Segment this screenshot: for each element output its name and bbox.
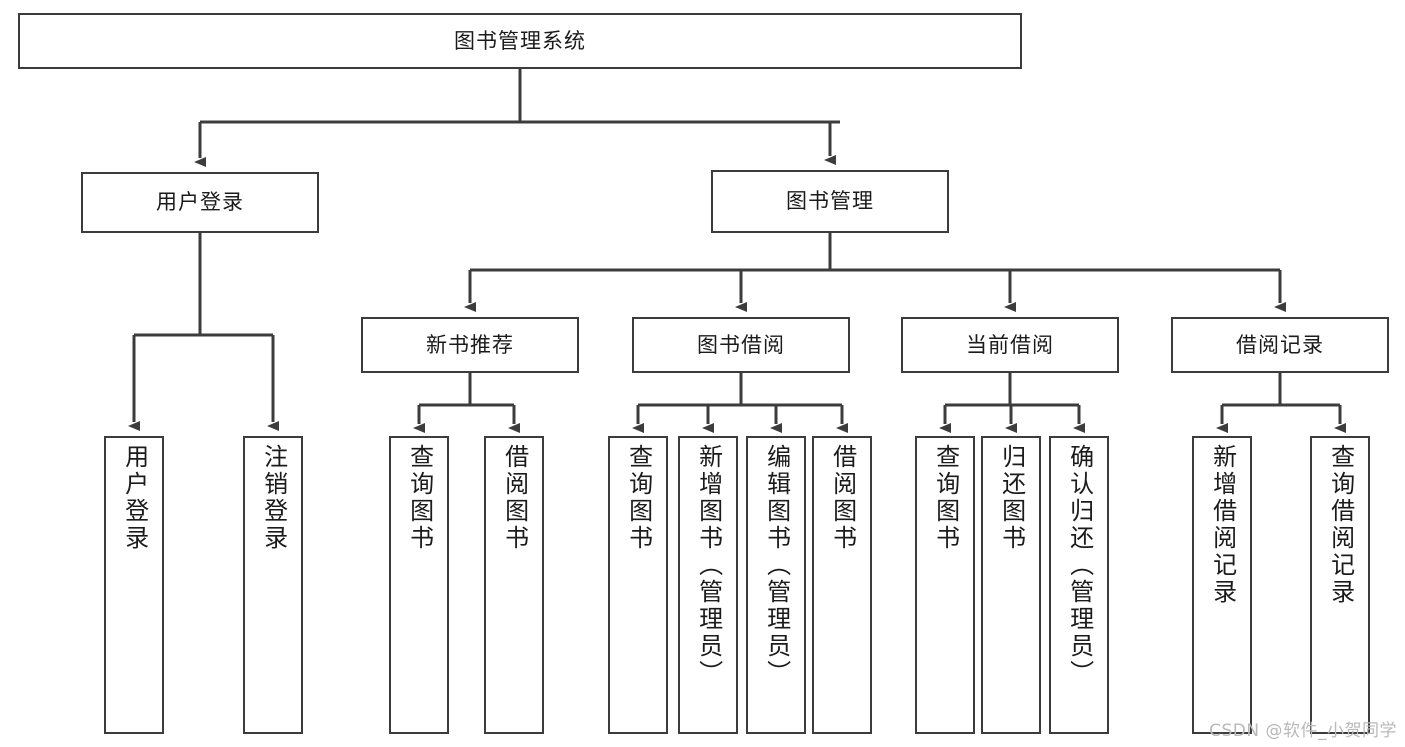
- node-borrow-record[interactable]: 借阅记录: [1171, 317, 1389, 373]
- leaf-query-book-current-label: 查询图书: [931, 444, 960, 552]
- leaf-query-book-current[interactable]: 查询图书: [915, 436, 975, 734]
- leaf-add-borrow-record-label: 新增借阅记录: [1208, 444, 1237, 606]
- leaf-return-book-label: 归还图书: [997, 444, 1026, 552]
- leaf-user-login-label: 用户登录: [120, 444, 149, 552]
- node-current-borrow[interactable]: 当前借阅: [901, 317, 1119, 373]
- node-book-borrow-label: 图书借阅: [697, 332, 785, 357]
- leaf-confirm-return-admin-label: 确认归还（管理员）: [1065, 444, 1094, 687]
- node-new-book-recommend-label: 新书推荐: [426, 332, 514, 357]
- node-root-label: 图书管理系统: [454, 28, 586, 53]
- leaf-add-book-admin-label: 新增图书（管理员）: [694, 444, 723, 687]
- leaf-query-borrow-record[interactable]: 查询借阅记录: [1310, 436, 1370, 734]
- node-user-login-label: 用户登录: [156, 190, 244, 215]
- watermark: CSDN @软件_小贺同学: [1209, 721, 1397, 741]
- leaf-query-book-recommend-label: 查询图书: [405, 444, 434, 552]
- leaf-edit-book-admin[interactable]: 编辑图书（管理员）: [746, 436, 806, 734]
- leaf-query-book-borrow-label: 查询图书: [624, 444, 653, 552]
- node-borrow-record-label: 借阅记录: [1236, 332, 1324, 357]
- leaf-add-book-admin[interactable]: 新增图书（管理员）: [678, 436, 738, 734]
- node-current-borrow-label: 当前借阅: [966, 332, 1054, 357]
- node-book-borrow[interactable]: 图书借阅: [632, 317, 850, 373]
- node-user-login[interactable]: 用户登录: [81, 172, 319, 233]
- node-book-management[interactable]: 图书管理: [711, 170, 949, 233]
- leaf-user-logout-label: 注销登录: [259, 444, 288, 552]
- leaf-query-book-borrow[interactable]: 查询图书: [608, 436, 668, 734]
- node-root[interactable]: 图书管理系统: [18, 13, 1022, 69]
- leaf-borrow-book-recommend-label: 借阅图书: [500, 444, 529, 552]
- leaf-confirm-return-admin[interactable]: 确认归还（管理员）: [1049, 436, 1109, 734]
- leaf-query-book-recommend[interactable]: 查询图书: [389, 436, 449, 734]
- leaf-return-book[interactable]: 归还图书: [981, 436, 1041, 734]
- node-new-book-recommend[interactable]: 新书推荐: [361, 317, 579, 373]
- leaf-query-borrow-record-label: 查询借阅记录: [1326, 444, 1355, 606]
- leaf-edit-book-admin-label: 编辑图书（管理员）: [762, 444, 791, 687]
- leaf-borrow-book-recommend[interactable]: 借阅图书: [484, 436, 544, 734]
- leaf-user-login[interactable]: 用户登录: [104, 436, 164, 734]
- leaf-add-borrow-record[interactable]: 新增借阅记录: [1192, 436, 1252, 734]
- leaf-borrow-book-label: 借阅图书: [828, 444, 857, 552]
- leaf-user-logout[interactable]: 注销登录: [243, 436, 303, 734]
- node-book-management-label: 图书管理: [786, 189, 874, 214]
- leaf-borrow-book[interactable]: 借阅图书: [812, 436, 872, 734]
